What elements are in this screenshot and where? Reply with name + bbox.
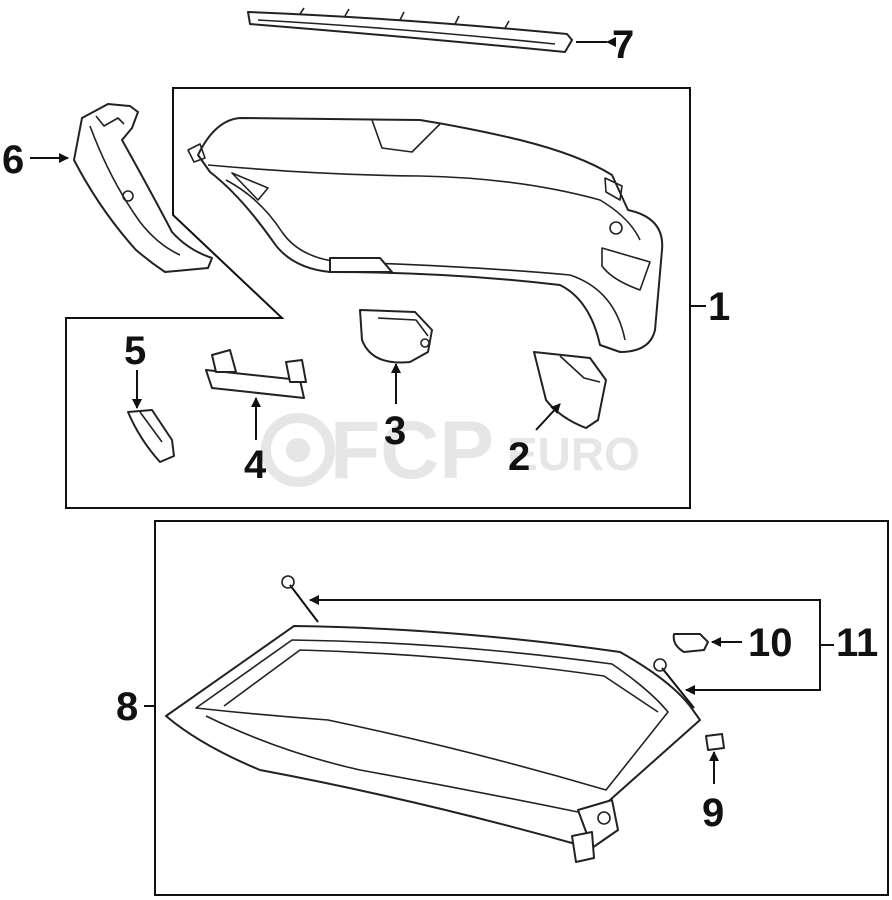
part-3-cover [359,309,433,364]
watermark-brand: FCP [330,405,494,496]
watermark: FCP EURO [261,405,640,496]
callout-8: 8 [116,685,138,729]
part-9-bumper [705,733,725,751]
part-1-liftgate-panel [187,117,664,353]
leader-lines [30,37,834,784]
callout-5: 5 [124,329,146,373]
callout-2: 2 [508,435,530,479]
part-6-pillar-trim [73,103,213,273]
lower-group-frame [154,520,889,896]
callout-11: 11 [836,621,878,665]
part-2-cover [533,351,607,429]
callout-7: 7 [612,23,634,67]
callout-10: 10 [748,621,793,665]
part-10-clip [672,633,709,653]
callout-6: 6 [2,138,24,182]
callout-1: 1 [708,285,730,329]
upper-group-frame [65,87,691,509]
part-8-cargo-cover [165,625,701,863]
callout-3: 3 [384,409,406,453]
part-11-support-rods [281,575,695,709]
part-7-weatherstrip [247,7,573,53]
callout-4: 4 [244,443,267,487]
part-4-handle [205,349,307,399]
watermark-suffix: EURO [507,428,640,480]
callout-labels: 7 6 1 5 4 3 2 8 10 11 9 [2,23,878,835]
callout-9: 9 [702,791,724,835]
part-5-cap [127,409,175,463]
